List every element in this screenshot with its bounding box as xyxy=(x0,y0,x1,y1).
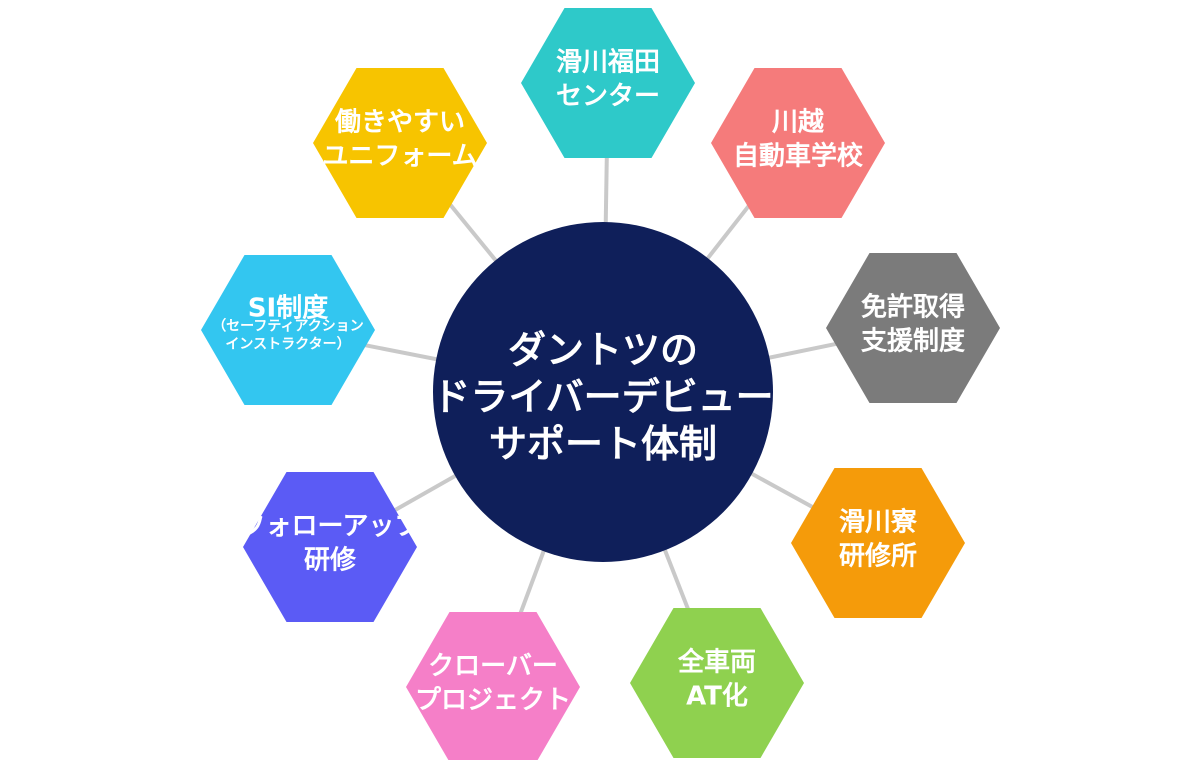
hex-sublabel-line-2: インストラクター） xyxy=(225,336,350,352)
hexagon-shape xyxy=(791,468,965,618)
hex-label-line-1: フォローアップ xyxy=(240,511,422,541)
hex-label-line-1: 免許取得 xyxy=(861,291,965,322)
hex-label-line-2: プロジェクト xyxy=(415,685,571,715)
hex-label-line-2: 自動車学校 xyxy=(733,140,864,171)
hexagon-shape xyxy=(243,472,417,622)
hexagon-shape xyxy=(313,68,487,218)
hex-label-line-2: ユニフォーム xyxy=(322,141,477,171)
hex-label-line-1: 川越 xyxy=(772,107,825,137)
hex-label-line-2: AT化 xyxy=(686,681,748,711)
hexagon-shape xyxy=(630,608,804,758)
hex-label-line-1: 働きやすい xyxy=(334,107,465,137)
hexagon-nodes: 滑川福田センター川越自動車学校免許取得支援制度滑川寮研修所全車両AT化クローバー… xyxy=(201,8,1000,760)
hexagon-shape xyxy=(711,68,885,218)
hex-label-line-1: 全車両 xyxy=(677,646,756,677)
hexagon-shape xyxy=(521,8,695,158)
hex-node-all-vehicles-at: 全車両 AT化 xyxy=(630,608,804,758)
hex-label-line-2: 研修 xyxy=(304,544,357,575)
center-circle xyxy=(433,222,773,562)
hex-label-line-2: 支援制度 xyxy=(861,325,965,356)
hex-label-line-1: SI制度 xyxy=(248,292,328,323)
center-title-line-3: サポート体制 xyxy=(489,422,717,466)
hexagon-shape xyxy=(826,253,1000,403)
center-node: ダントツの ドライバーデビュー サポート体制 xyxy=(432,222,774,562)
hex-label-line-1: クローバー xyxy=(428,651,558,681)
center-title-line-2: ドライバーデビュー xyxy=(432,375,773,419)
hexagon-shape xyxy=(406,612,580,760)
hex-label-line-1: 滑川寮 xyxy=(839,506,918,537)
hex-label-line-1: 滑川福田 xyxy=(556,47,660,77)
hexagon-shape xyxy=(201,255,375,405)
hex-label-line-2: センター xyxy=(556,81,660,111)
hex-sublabel-line-1: （セーフティアクション xyxy=(212,318,364,334)
center-title-line-1: ダントツの xyxy=(508,328,698,372)
hex-label-line-2: 研修所 xyxy=(839,540,917,571)
